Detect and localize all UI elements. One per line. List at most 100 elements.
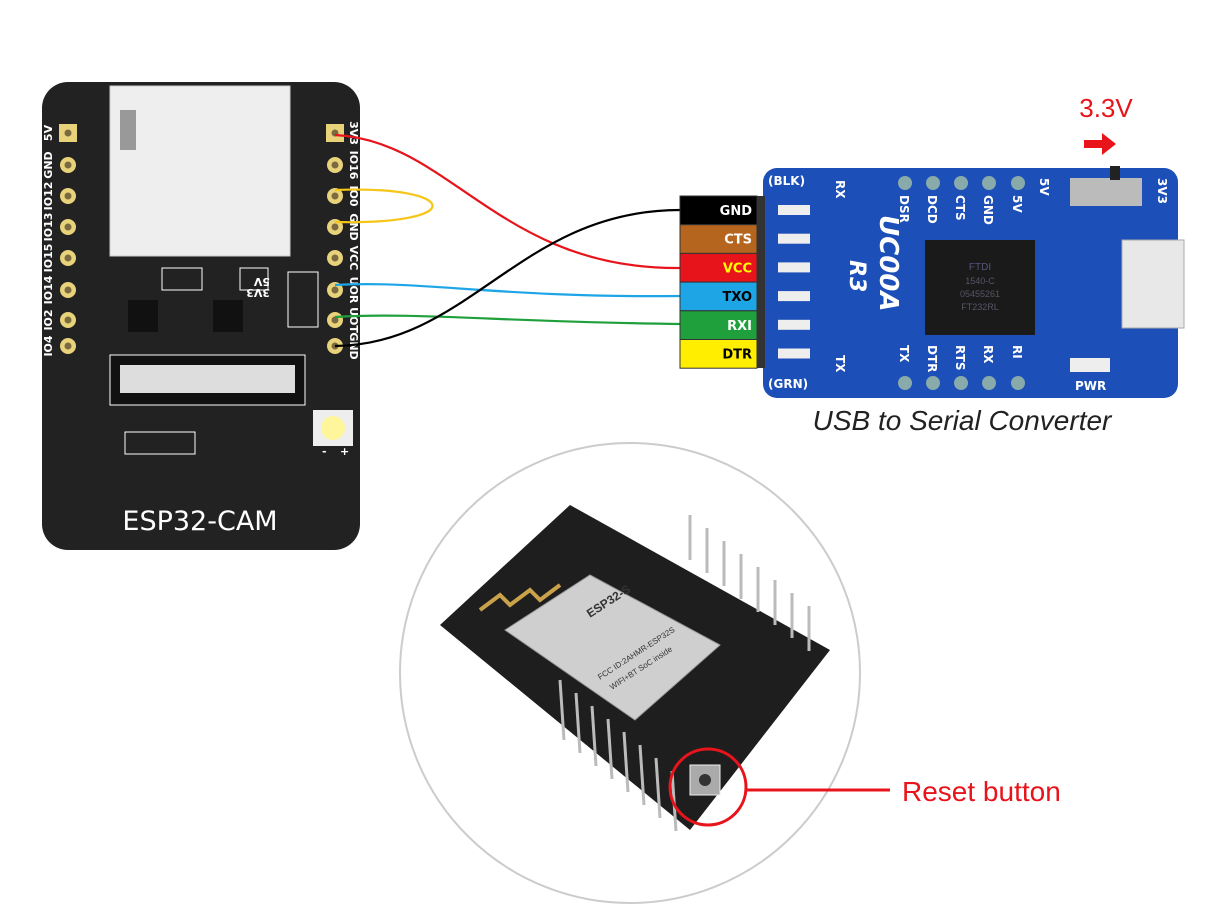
ftdi-pad — [1011, 376, 1025, 390]
header-pin — [574, 692, 582, 754]
pin-hole — [64, 316, 72, 324]
header-pin-pad — [778, 319, 810, 330]
wire-3v3-vcc — [334, 133, 681, 270]
wire-uot-rxi — [334, 314, 681, 326]
3v3-switch-label: 3V3 — [1155, 178, 1169, 204]
header-pin-pad — [778, 348, 810, 359]
ftdi-pad — [926, 176, 940, 190]
led-plus-label: + — [340, 445, 349, 458]
header-pin-label: DTR — [722, 348, 752, 363]
wires — [334, 133, 681, 348]
ftdi-pad — [926, 376, 940, 390]
blk-label: (BLK) — [768, 174, 805, 188]
header-pin — [558, 679, 566, 741]
pin-hole — [331, 254, 339, 262]
sd-card-slot — [109, 85, 291, 257]
jumper-5v-label: 5V — [253, 275, 270, 288]
pin-hole — [331, 192, 339, 200]
pin-hole — [64, 286, 72, 294]
ftdi-bottom-pin-label: RI — [1010, 345, 1024, 359]
header-pin — [590, 705, 598, 767]
grn-label: (GRN) — [768, 377, 808, 391]
header-body — [757, 196, 765, 368]
pin-hole — [64, 223, 72, 231]
voltage-jumper — [287, 271, 319, 328]
wire-gnd-gnd — [334, 208, 681, 348]
right-pin-label: IO0 — [347, 185, 360, 206]
pin-hole — [64, 129, 72, 137]
ftdi-chip — [925, 240, 1035, 335]
pin-hole — [331, 316, 339, 324]
smd-pads — [161, 267, 203, 291]
left-pin-label: IO14 — [42, 275, 55, 304]
left-pin-label: IO13 — [42, 213, 55, 242]
pcb-antenna — [478, 583, 562, 612]
ftdi-pad — [898, 176, 912, 190]
ftdi-top-pin-label: DSR — [897, 195, 911, 223]
header-pin-cts — [679, 224, 758, 254]
header-pin-pad — [778, 262, 810, 273]
voltage-switch[interactable] — [1070, 178, 1142, 206]
right-pin-label: UOT — [347, 307, 360, 333]
right-pin-label: UOR — [347, 277, 360, 304]
pwr-label: PWR — [1075, 379, 1106, 393]
pin-hole — [331, 223, 339, 231]
voltage-label: 3.3V — [1079, 93, 1133, 123]
wire-io0-gnd-loop — [334, 188, 434, 224]
pin-hole — [331, 161, 339, 169]
esp32-title: ESP32-CAM — [122, 506, 277, 537]
left-pin-label: IO2 — [42, 309, 55, 330]
ftdi-top-pin-label: 5V — [1010, 195, 1024, 213]
header-pin-pad — [778, 233, 810, 244]
tx-led-label: TX — [833, 355, 847, 373]
header-pin-gnd — [679, 195, 758, 226]
ftdi-pad — [954, 376, 968, 390]
header-pin — [638, 744, 646, 806]
flash-led-lens — [321, 416, 345, 440]
reset-button-label: Reset button — [902, 776, 1061, 807]
pin-hole — [64, 161, 72, 169]
pwr-led — [1070, 358, 1110, 372]
chip-text: 05455261 — [960, 289, 1000, 299]
ftdi-top-pin-label: CTS — [953, 195, 967, 221]
wire-uor-txo — [334, 283, 681, 298]
pin-hole — [64, 342, 72, 350]
ftdi-pad — [982, 176, 996, 190]
ftdi-pad — [954, 176, 968, 190]
ftdi-pad — [982, 376, 996, 390]
header-pin-rxi — [679, 310, 758, 340]
header-pin-label: GND — [720, 204, 753, 219]
ftdi-top-pin-label: GND — [981, 195, 995, 225]
esp32-s-shield — [504, 574, 721, 721]
ftdi-bottom-pin-label: RTS — [953, 345, 967, 371]
ftdi-bottom-pin-label: RX — [981, 345, 995, 364]
esp32-module-photo: ESP32-S FCC ID:2AHMR-ESP32S WIFI+BT SoC … — [440, 505, 830, 832]
ftdi-caption: USB to Serial Converter — [813, 405, 1113, 436]
header-pin-vcc — [679, 252, 758, 283]
led-minus-label: - — [322, 445, 327, 458]
header-pin-label: TXO — [723, 290, 752, 305]
ftdi-pad — [898, 376, 912, 390]
left-pin-label: IO12 — [42, 182, 55, 211]
sd-latch — [120, 110, 136, 150]
ftdi-pad — [1011, 176, 1025, 190]
left-pin-label: GND — [42, 151, 55, 178]
switch-knob[interactable] — [1110, 166, 1120, 180]
5v-switch-label: 5V — [1037, 178, 1051, 196]
ftdi-model: UC00A — [873, 215, 903, 312]
ftdi-revision: R3 — [844, 260, 869, 292]
chip-text: 1540-C — [965, 276, 995, 286]
pin-hole — [64, 254, 72, 262]
left-pin-label: IO4 — [42, 335, 55, 356]
chip-text: FT232RL — [961, 302, 999, 312]
header-pin-pad — [778, 291, 810, 302]
pin-hole — [331, 286, 339, 294]
right-pin-label: GND — [347, 213, 360, 240]
pin-hole — [64, 192, 72, 200]
camera-connector-slot — [120, 365, 295, 393]
micro-usb-port[interactable] — [1121, 239, 1185, 329]
left-pin-label: 5V — [42, 124, 55, 141]
right-pin-label: 3V3 — [347, 121, 360, 145]
